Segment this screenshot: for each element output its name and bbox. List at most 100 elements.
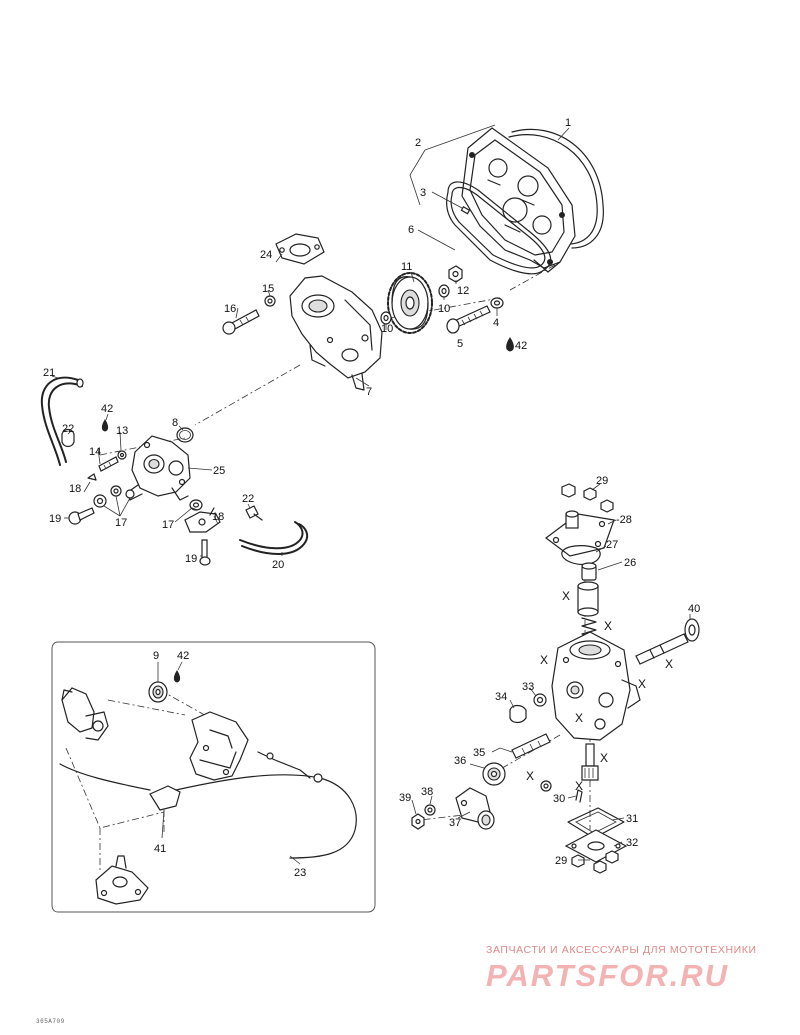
callout-42-a: 42 (515, 340, 527, 352)
callout-4: 4 (493, 317, 499, 329)
leader-lines (51, 124, 691, 865)
part-18-clip-a (87, 473, 97, 481)
part-30-key (575, 789, 583, 803)
part-21-hose (40, 376, 84, 466)
callout-22-b: 22 (242, 493, 254, 505)
part-28-cover-plate (545, 510, 615, 557)
callout-8: 8 (172, 417, 178, 429)
part-19-screw-b (199, 539, 211, 566)
callout-11: 11 (401, 261, 412, 273)
x-mark: X (575, 711, 583, 725)
callout-10-a: 10 (438, 303, 450, 315)
callout-31: 31 (626, 813, 638, 825)
x-mark: X (526, 769, 534, 783)
part-41-cable-block (149, 785, 181, 835)
callout-19-b: 19 (185, 553, 197, 565)
part-2-cover (461, 127, 576, 273)
callout-34: 34 (495, 691, 507, 703)
callout-3: 3 (420, 187, 426, 199)
callout-28: -28 (616, 514, 632, 526)
callout-29-a: 29 (596, 475, 608, 487)
callout-32: 32 (626, 837, 638, 849)
gear-shaft-lower (581, 743, 599, 781)
part-29-screws-top (561, 483, 614, 513)
callout-19-a: 19 (49, 513, 61, 525)
callout-39: 39 (399, 792, 411, 804)
callout-23: 23 (294, 867, 306, 879)
part-29-screws-bottom (571, 850, 619, 874)
callout-24: 24 (260, 249, 272, 261)
callout-42-b: 42 (101, 403, 113, 415)
callout-17-b: 17 (162, 519, 174, 531)
part-22-clamp-a (61, 428, 75, 448)
x-mark: X (575, 779, 583, 793)
part-35-shaft (511, 733, 551, 759)
part-26-sleeve (581, 562, 597, 581)
callout-33: 33 (522, 681, 534, 693)
part-42-sealant-c (173, 670, 181, 683)
callout-22-a: 22 (62, 423, 74, 435)
callout-20: 20 (272, 559, 284, 571)
piston-part (577, 581, 599, 617)
drawing-code: 365A709 (36, 1018, 65, 1025)
callout-41: 41 (154, 843, 166, 855)
callout-13: 13 (116, 425, 128, 437)
part-6-gasket (446, 181, 552, 275)
part-33-seal (533, 693, 547, 707)
callout-1: 1 (565, 117, 571, 129)
callout-38: 38 (421, 786, 433, 798)
inset-pump-body (61, 687, 109, 741)
part-31-gasket (567, 807, 625, 839)
callout-5: 5 (457, 338, 463, 350)
inset-lower-body (65, 747, 165, 905)
callout-9: 9 (153, 650, 159, 662)
part-36-bearing (482, 762, 506, 786)
part-4-washer (490, 297, 504, 309)
part-19-screw-a (68, 507, 95, 525)
callout-35: 35 (473, 747, 485, 759)
part-38-washer (424, 804, 436, 816)
part-22-clamp-b (245, 505, 263, 521)
part-13-washer (117, 450, 127, 460)
x-mark: X (638, 677, 646, 691)
part-12-nut (448, 265, 463, 283)
callout-40: 40 (688, 603, 700, 615)
callout-7: 7 (366, 386, 372, 398)
main-pump-body (551, 631, 641, 741)
part-42-sealant-b (101, 419, 109, 432)
callout-27: 27 (606, 539, 618, 551)
part-42-sealant-a (506, 337, 514, 352)
part-15-washer (264, 295, 276, 307)
x-mark: X (600, 751, 608, 765)
part-10-washers (380, 284, 450, 325)
callout-17-a: 17 (115, 517, 127, 529)
part-7-housing (289, 275, 383, 391)
part-8-o-ring (176, 427, 194, 443)
inset-frame (51, 641, 376, 913)
part-23-cable (59, 751, 357, 859)
callout-15: 15 (262, 283, 274, 295)
inset-bracket (189, 711, 249, 781)
part-1-o-ring (508, 128, 604, 249)
part-40-valve (635, 618, 700, 665)
part-20-hose (239, 521, 309, 555)
small-washer-right (540, 780, 552, 792)
x-mark: X (540, 653, 548, 667)
callout-12: 12 (457, 285, 469, 297)
callout-2: 2 (415, 137, 421, 149)
callout-26: 26 (624, 557, 636, 569)
callout-37: 37 (449, 817, 461, 829)
x-mark: X (562, 589, 570, 603)
callout-6: 6 (408, 224, 414, 236)
callout-18-b: 18 (212, 511, 224, 523)
part-16-screw (222, 309, 260, 335)
callout-21: 21 (43, 367, 55, 379)
part-37-drive (455, 787, 495, 830)
part-27-gasket (561, 545, 601, 565)
callout-10-b: 10 (381, 323, 393, 335)
callout-30: 30 (553, 793, 565, 805)
part-9-seal (148, 681, 168, 703)
callout-29-b: 29 (555, 855, 567, 867)
